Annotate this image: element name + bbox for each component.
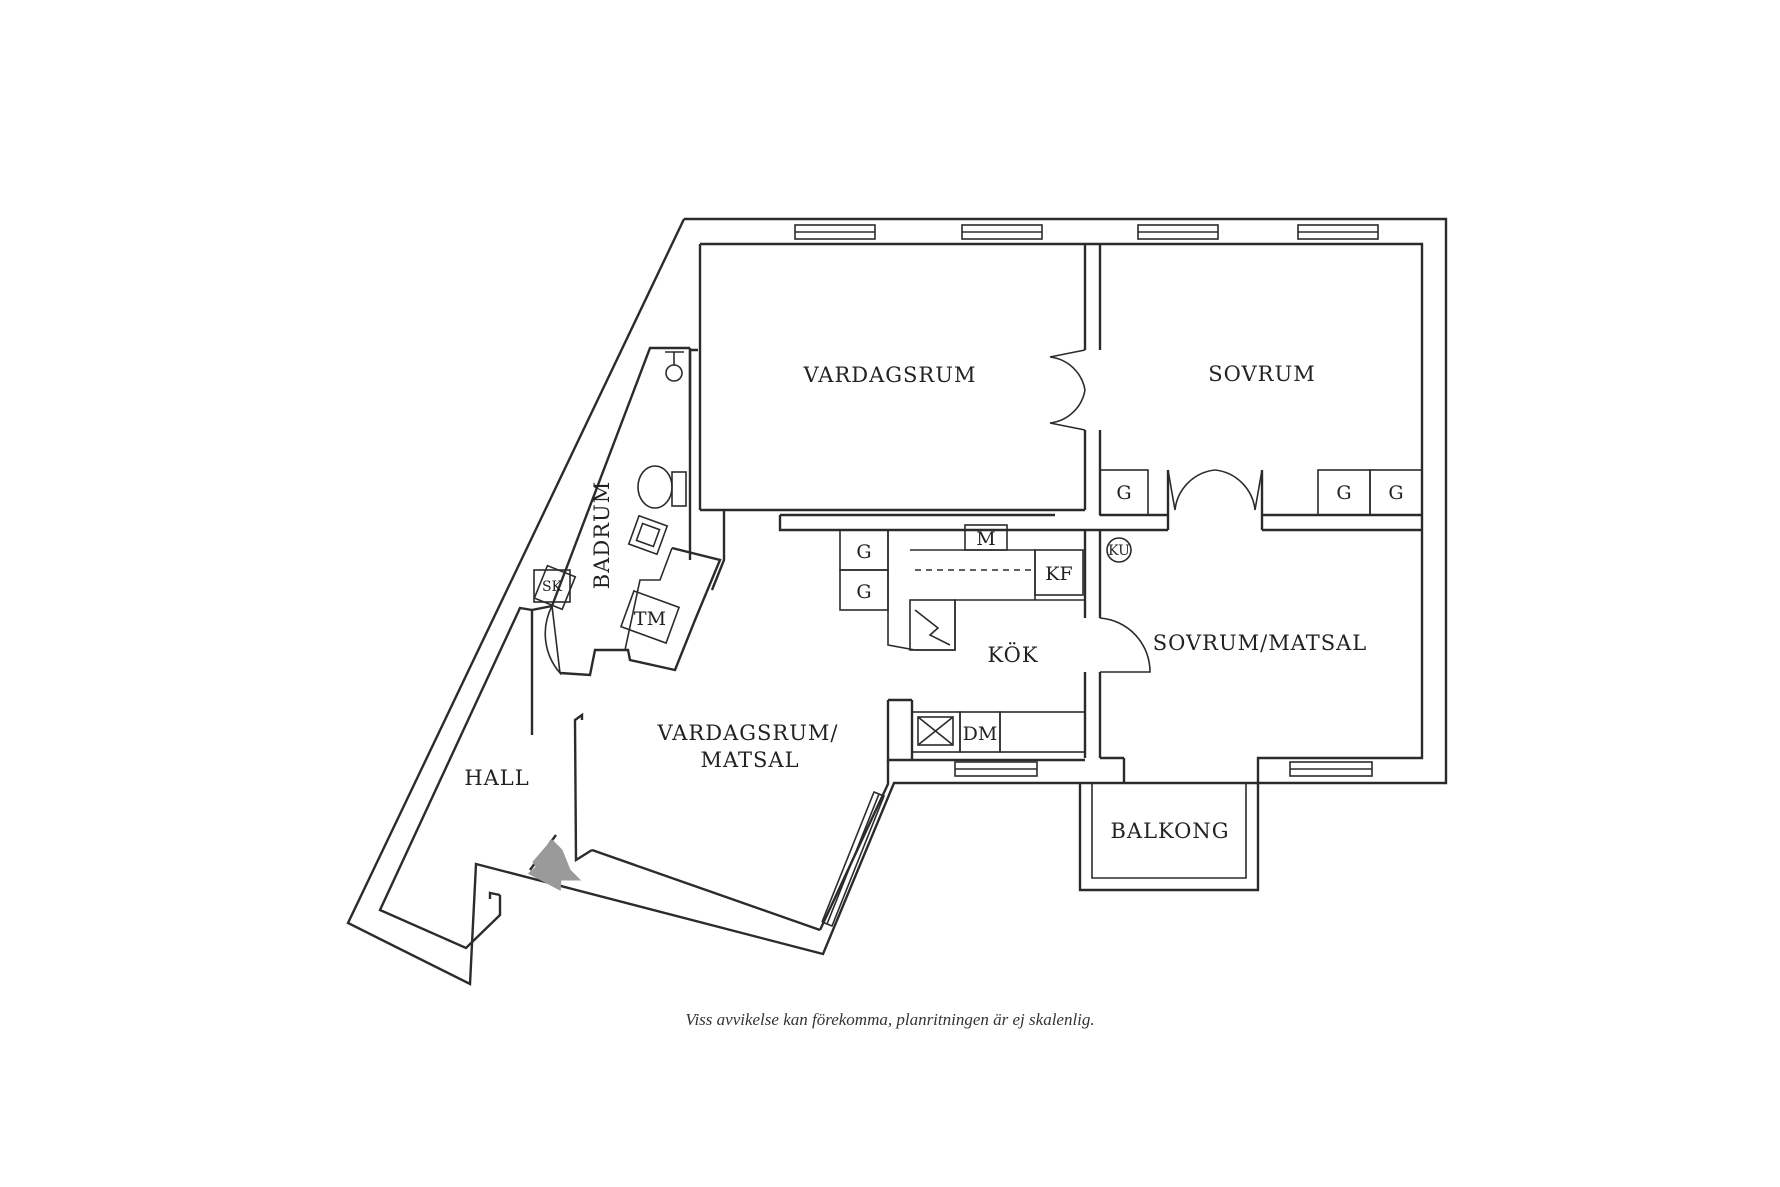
washer-tm [619,589,681,645]
dishwasher-dm [911,711,961,753]
fridge-freezer-kf [1034,549,1084,596]
sk-box [533,569,571,603]
window-icon [954,761,1038,777]
room-label-sovrum: SOVRUM [1208,362,1315,386]
room-label-badrum: BADRUM [590,481,614,589]
entrance-arrow-icon [527,839,582,891]
wardrobe-g3 [1099,469,1149,516]
label-g2: G [856,581,871,603]
balcony [1078,783,1260,892]
stove-icon [909,599,956,651]
room-label-balkong: BALKONG [1110,819,1229,843]
window-icon [821,790,886,928]
room-label-vardagsrum: VARDAGSRUM [803,363,977,387]
ku-circle [1106,537,1132,563]
windows [794,224,1379,928]
door-swing-icon [1099,617,1151,673]
bathroom-walls [533,346,722,677]
doors [544,349,1263,676]
room-label-hall: HALL [464,766,529,790]
door-swing-icon [1167,469,1263,511]
microwave-m [964,524,1008,551]
disclaimer-caption: Viss avvikelse kan förekomma, planritnin… [685,1010,1095,1029]
label-ku: KU [1108,543,1130,559]
window-icon [1289,761,1373,777]
label-g5: G [1388,482,1403,504]
label-tm: TM [634,608,666,630]
label-kf: KF [1045,563,1072,585]
wardrobe-g5 [1369,469,1423,516]
interior-walls [378,242,1424,950]
door-swing-icon [1049,349,1086,431]
room-label-kok: KÖK [987,642,1038,667]
label-g3: G [1116,482,1131,504]
window-icon [794,224,876,240]
door-swing-icon [544,605,562,676]
label-m: M [976,528,995,550]
kitchen-fixtures [839,524,1086,753]
bathroom-fixtures [533,351,687,645]
label-dm: DM [963,723,998,745]
sink-icon [627,514,669,556]
room-label-vardagsrum-matsal-line1: VARDAGSRUM/ [657,721,839,745]
label-g4: G [1336,482,1351,504]
room-label-vardagsrum-matsal-line2: MATSAL [700,748,799,772]
toilet-icon [637,465,687,509]
outer-walls [346,217,1448,986]
shower-icon [665,351,684,382]
window-icon [1297,224,1379,240]
window-icon [1137,224,1219,240]
wardrobes [1099,469,1423,563]
label-g1: G [856,541,871,563]
window-icon [961,224,1043,240]
room-label-sovrum-matsal: SOVRUM/MATSAL [1153,631,1368,655]
label-sk: SK [542,579,563,595]
